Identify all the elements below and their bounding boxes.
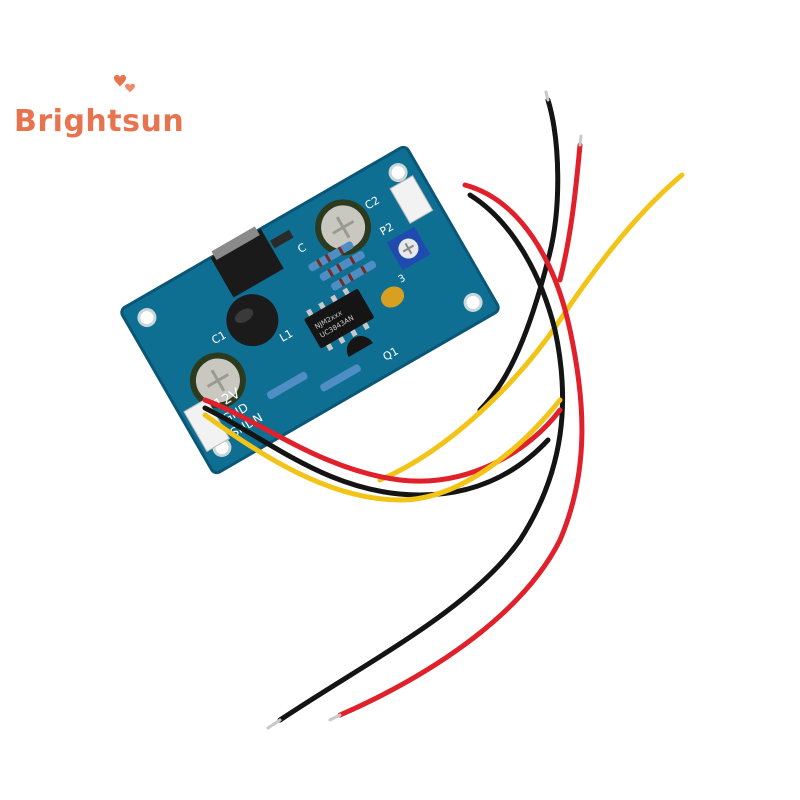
resistors	[266, 241, 377, 400]
label-c2: C2	[363, 194, 382, 213]
capacitor-c2	[315, 199, 372, 256]
wires	[202, 90, 685, 730]
label-p2: P2	[378, 220, 396, 238]
mounting-hole	[463, 292, 483, 312]
capacitor-c1	[189, 352, 246, 409]
label-l1: L1	[277, 327, 295, 345]
ceramic-capacitor	[381, 286, 405, 308]
input-connector	[183, 397, 231, 453]
transistor-q1	[346, 335, 373, 357]
label-three: 3	[397, 273, 408, 286]
mounting-hole	[137, 308, 157, 328]
inductor	[226, 294, 279, 347]
potentiometer	[386, 226, 431, 271]
brand-logo: Brightsun	[14, 104, 184, 139]
ic-chip: NJM2xxx UC3843AN	[304, 287, 374, 351]
mosfet	[210, 226, 284, 298]
heart-icon	[114, 75, 135, 93]
diode	[270, 229, 294, 249]
pcb-board: NJM2xxx UC3843AN	[120, 145, 500, 475]
red-wire-top	[557, 142, 583, 283]
yellow-wire-top	[377, 172, 685, 483]
label-c1: C1	[209, 328, 228, 347]
mounting-hole	[388, 163, 408, 183]
brand-name: Brightsun	[14, 104, 185, 139]
output-connector	[389, 175, 434, 225]
